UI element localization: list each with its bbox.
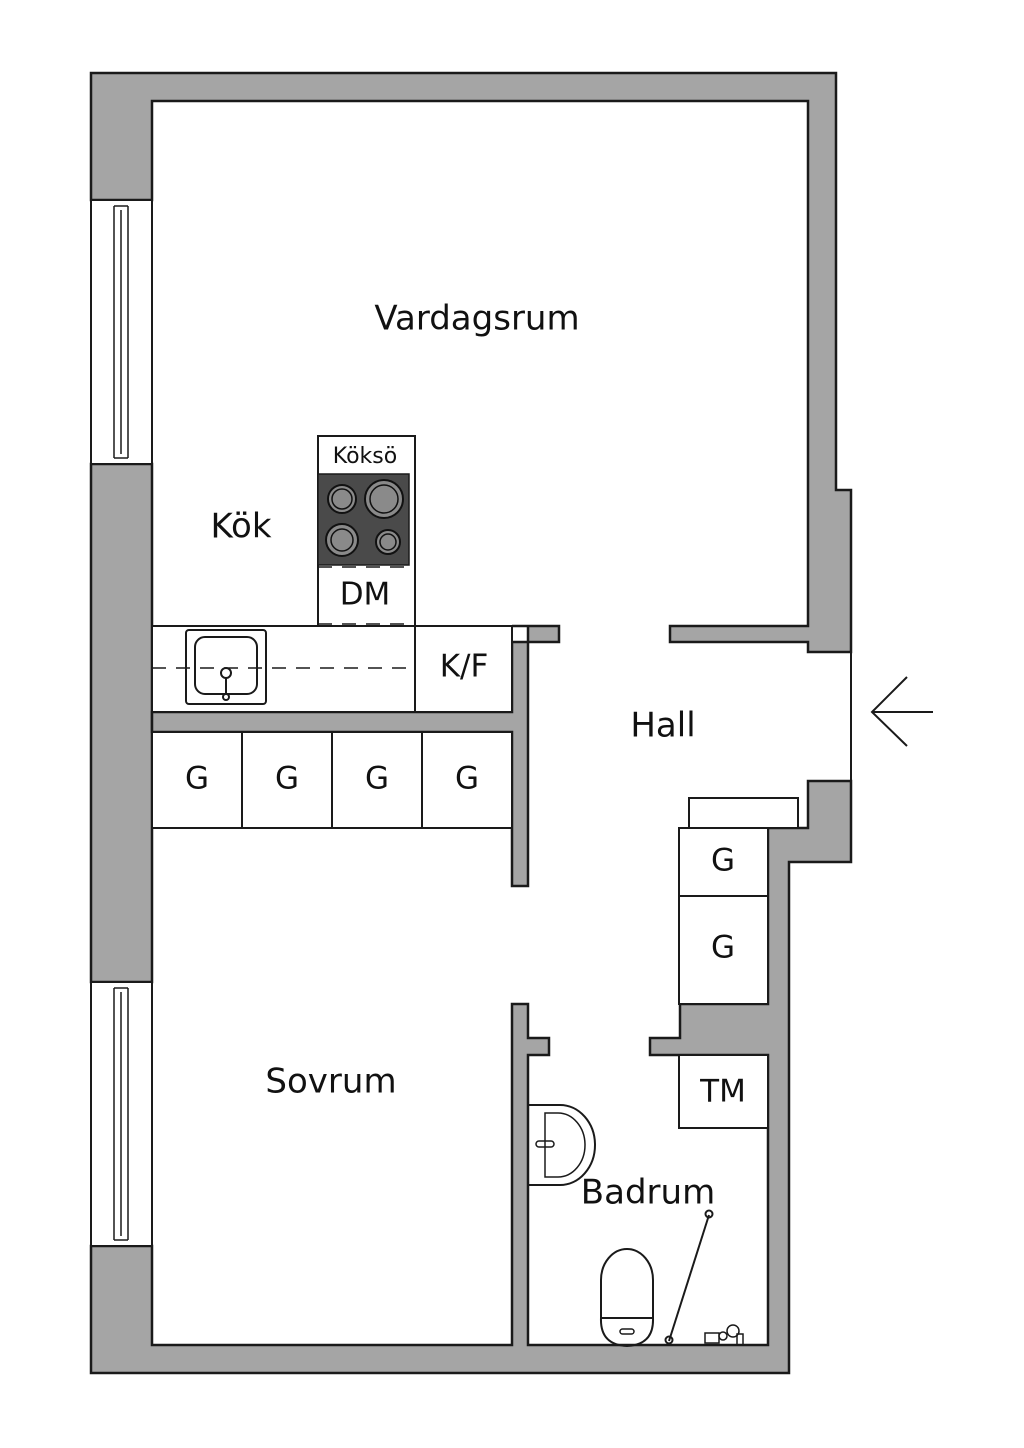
room-label-bedroom: Sovrum: [265, 1062, 396, 1102]
wardrobes-hall: [678, 797, 799, 1005]
shower-curtain-icon: [664, 1209, 714, 1345]
window-bottom: [90, 981, 153, 1247]
room-label-bathroom: Badrum: [581, 1173, 715, 1213]
wardrobe-label: G: [711, 930, 735, 966]
room-label-hall: Hall: [630, 706, 695, 746]
kitchen-island: [317, 435, 416, 627]
exterior-wall: [89, 71, 853, 654]
washing-machine-label: TM: [699, 1074, 746, 1110]
island-label: Köksö: [333, 444, 397, 469]
room-label-kitchen: Kök: [210, 507, 271, 547]
burner-icons: [325, 479, 404, 557]
washing-machine: [678, 1054, 769, 1129]
wardrobe-label: G: [275, 761, 299, 797]
dishwasher-label: DM: [340, 577, 391, 613]
fridge-freezer-label: K/F: [440, 649, 489, 685]
walls: [89, 71, 853, 1375]
exterior-wall-lower: [89, 779, 853, 1375]
kitchen-counter: [151, 625, 513, 713]
wardrobe-label: G: [365, 761, 389, 797]
faucet-icon: [704, 1324, 744, 1346]
arrow-left-icon: [870, 676, 933, 747]
wardrobe-label: G: [185, 761, 209, 797]
wardrobes-bedroom: [151, 731, 513, 829]
window-top: [90, 199, 153, 465]
wardrobe-label: G: [711, 843, 735, 879]
sink-icon: [185, 629, 267, 705]
left-wall-middle: [89, 462, 154, 984]
room-label-living: Vardagsrum: [374, 299, 579, 339]
wardrobe-label: G: [455, 761, 479, 797]
washbasin-icon: [529, 1104, 596, 1186]
toilet-icon: [599, 1248, 655, 1348]
